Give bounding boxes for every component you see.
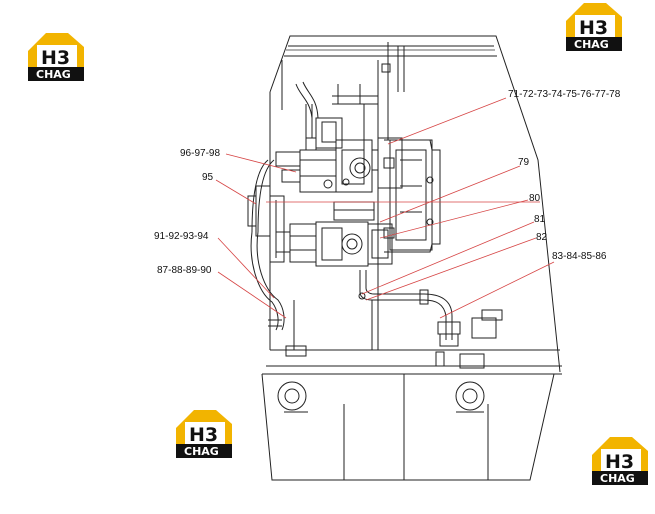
leader-c5 <box>379 199 529 239</box>
leader-c3 <box>215 179 257 205</box>
leader-c9 <box>439 261 555 319</box>
watermark-logo-bottom-right: H3 CHAG <box>592 437 648 485</box>
upper-pump-assembly <box>275 104 433 251</box>
leader-c1 <box>387 97 507 145</box>
machine-line-drawing <box>247 35 562 481</box>
callout-c4: 79 <box>518 157 530 168</box>
logo-mark: H3 <box>579 17 608 39</box>
lower-pump-assembly <box>247 185 393 267</box>
logo-text: CHAG <box>574 38 609 51</box>
callout-c2: 96-97-98 <box>180 148 220 159</box>
top-frame-outline <box>269 35 561 373</box>
callout-c9: 83-84-85-86 <box>552 251 607 262</box>
leader-c10 <box>217 271 287 319</box>
logo-text: CHAG <box>600 472 635 485</box>
logo-mark: H3 <box>189 424 218 446</box>
callout-c10: 87-88-89-90 <box>157 265 212 276</box>
left-hose-route <box>250 81 319 331</box>
logo-text: CHAG <box>184 445 219 458</box>
leader-c4 <box>379 165 521 223</box>
leader-c7 <box>217 237 275 299</box>
watermark-logo-middle-left: H3 CHAG <box>176 410 232 458</box>
base-tank-frame <box>261 300 562 481</box>
callout-leader-lines <box>215 97 555 319</box>
leader-c6 <box>361 221 535 295</box>
callout-c8: 82 <box>536 232 548 243</box>
logo-mark: H3 <box>605 451 634 473</box>
callout-c7: 91-92-93-94 <box>154 231 209 242</box>
leader-c2 <box>225 153 297 173</box>
callout-c1: 71-72-73-74-75-76-77-78 <box>508 89 621 100</box>
watermark-logo-top-right: H3 CHAG <box>566 3 622 51</box>
watermark-logo-top-left: H3 CHAG <box>28 33 84 81</box>
callout-c6: 81 <box>534 214 546 225</box>
logo-text: CHAG <box>36 68 71 81</box>
callout-c3: 95 <box>202 172 214 183</box>
logo-mark: H3 <box>41 47 70 69</box>
hydraulic-pipe-run <box>358 270 461 347</box>
leader-c8 <box>365 237 537 301</box>
callout-labels: 71-72-73-74-75-76-77-78 96-97-98 95 79 8… <box>154 89 621 276</box>
callout-c5: 80 <box>529 193 541 204</box>
